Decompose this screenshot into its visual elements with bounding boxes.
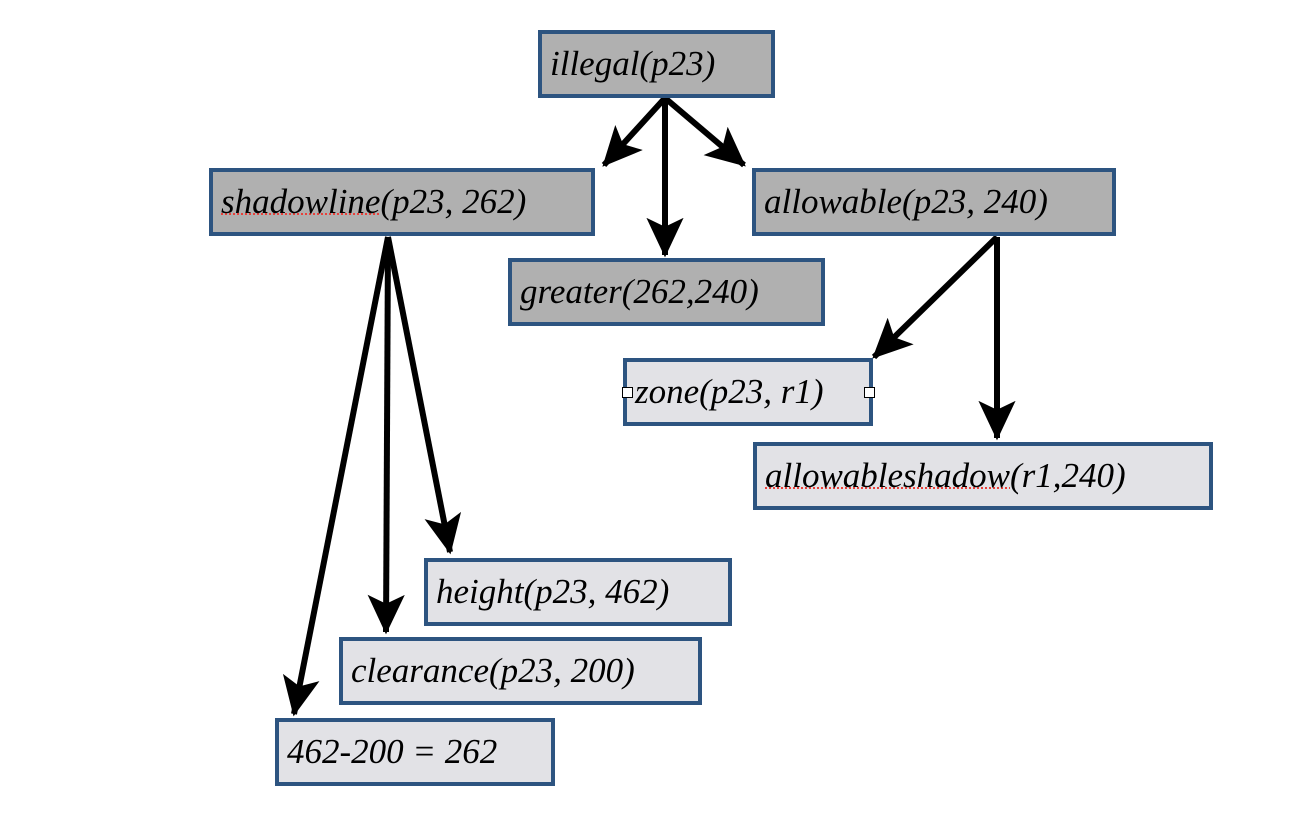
node-allowable[interactable]: allowable(p23, 240) [752, 168, 1116, 236]
node-label-allowableshadow: allowableshadow(r1,240) [765, 458, 1126, 493]
resize-handle-left[interactable] [622, 387, 633, 398]
node-label-shadowline: shadowline(p23, 262) [221, 184, 526, 219]
resize-handle-right[interactable] [864, 387, 875, 398]
node-label-height: height(p23, 462) [436, 571, 670, 611]
node-label-zone: zone(p23, r1) [635, 371, 824, 411]
node-shadowline[interactable]: shadowline(p23, 262) [209, 168, 595, 236]
edge-illegal-to-shadowline [601, 95, 668, 168]
node-label-greater: greater(262,240) [520, 271, 759, 311]
node-greater[interactable]: greater(262,240) [508, 258, 825, 326]
node-label-illegal: illegal(p23) [550, 43, 716, 83]
spellcheck-underlined-text: allowableshadow [765, 455, 1011, 495]
node-zone[interactable]: zone(p23, r1) [623, 358, 873, 426]
edge-illegal-to-allowable [663, 95, 746, 168]
node-label-remainder: (r1,240) [1010, 455, 1126, 495]
node-illegal[interactable]: illegal(p23) [538, 30, 775, 98]
node-allowableshadow[interactable]: allowableshadow(r1,240) [753, 442, 1213, 510]
spellcheck-underlined-text: shadowline [221, 181, 381, 221]
node-label-allowable: allowable(p23, 240) [764, 181, 1048, 221]
edge-shadowline-to-clearance [367, 236, 405, 635]
node-difference[interactable]: 462-200 = 262 [275, 718, 555, 786]
node-label-difference: 462-200 = 262 [287, 731, 498, 771]
edge-allowable-to-zone [871, 234, 1000, 360]
node-clearance[interactable]: clearance(p23, 200) [339, 637, 702, 705]
node-label-remainder: (p23, 262) [380, 181, 527, 221]
node-height[interactable]: height(p23, 462) [424, 558, 732, 626]
node-label-clearance: clearance(p23, 200) [351, 650, 635, 690]
edge-shadowline-to-height [385, 236, 462, 555]
